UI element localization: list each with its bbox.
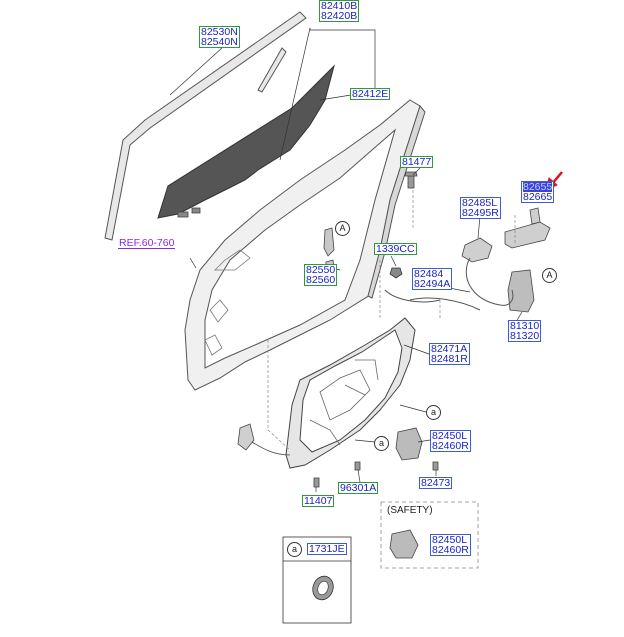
label-81320-text: 81320 [510, 330, 540, 342]
screw-82473 [432, 461, 439, 471]
glass-run-channel [104, 11, 307, 241]
label-82484-82494a[interactable]: 82484 82494A [412, 268, 453, 290]
latch-cable [384, 257, 514, 311]
label-82420b-text: 82420B [321, 10, 358, 22]
label-82484-text: 82484 [414, 268, 444, 280]
label-1339cc-text: 1339CC [376, 243, 415, 255]
label-82412e-text: 82412E [352, 88, 389, 100]
label-82450l-82460r-safety[interactable]: 82450L 82460R [430, 534, 471, 556]
label-82412e[interactable]: 82412E [350, 88, 391, 100]
label-11407[interactable]: 11407 [302, 495, 335, 507]
label-81477-text: 81477 [402, 156, 432, 168]
callout-A-latch: A [542, 268, 557, 283]
door-latch [507, 269, 535, 313]
label-82481r-text: 82481R [431, 353, 468, 365]
label-82560-text: 82560 [306, 274, 336, 286]
label-82450l-text: 82450L [432, 430, 468, 442]
label-82550-82560[interactable]: 82550 82560 [304, 264, 338, 286]
legend-box [282, 536, 352, 624]
label-1731je-text: 1731JE [309, 543, 345, 555]
callout-A-hinge: A [335, 221, 350, 236]
label-96301a[interactable]: 96301A [338, 482, 379, 494]
label-82530n-text: 82530N [201, 26, 238, 38]
window-regulator [285, 317, 416, 469]
label-82485l-82495r[interactable]: 82485L 82495R [460, 197, 501, 219]
label-82460r-safety-text: 82460R [432, 544, 469, 556]
label-82410b-text: 82410B [321, 0, 358, 12]
door-glass [157, 64, 335, 219]
label-82655-text: 82655 [523, 181, 553, 193]
label-82460r-text: 82460R [432, 440, 469, 452]
label-11407-text: 11407 [304, 495, 333, 507]
callout-a-regulator: a [426, 405, 441, 420]
nut-1339cc [389, 267, 403, 279]
label-82471a-82481r[interactable]: 82471A 82481R [429, 343, 470, 365]
label-1339cc[interactable]: 1339CC [374, 243, 417, 255]
label-82495r-text: 82495R [462, 207, 499, 219]
grommet-1731je [312, 575, 334, 601]
label-82450l-safety-text: 82450L [432, 534, 468, 546]
label-82665-text: 82665 [523, 191, 553, 203]
callout-leaders [354, 404, 427, 443]
label-81310-text: 81310 [510, 320, 540, 332]
label-82494a-text: 82494A [414, 278, 451, 290]
safety-box [380, 501, 479, 569]
label-82655-82665[interactable]: 82655 82665 [521, 181, 555, 203]
label-ref-60-760[interactable]: REF.60-760 [118, 237, 176, 249]
callout-a-actuator: a [374, 436, 389, 451]
callout-a-legend: a [287, 542, 302, 557]
door-panel-detail [204, 249, 251, 356]
label-82473-text: 82473 [421, 477, 451, 489]
label-ref-text: REF.60-760 [119, 237, 175, 249]
screw-96301a [354, 461, 361, 471]
label-1731je[interactable]: 1731JE [307, 543, 347, 555]
leader-lines [267, 190, 516, 451]
glass-clip [177, 207, 201, 218]
label-82530n-82540n[interactable]: 82530N 82540N [199, 26, 240, 48]
door-wiring [237, 423, 291, 456]
outside-handle [461, 207, 551, 263]
door-lock-actuator [395, 427, 423, 461]
safety-caption: (SAFETY) [387, 505, 433, 516]
regulator-detail [309, 359, 379, 446]
label-81477[interactable]: 81477 [400, 156, 434, 168]
label-82410b-82420b[interactable]: 82410B 82420B [319, 0, 360, 22]
label-96301a-text: 96301A [340, 482, 377, 494]
label-82540n-text: 82540N [201, 36, 238, 48]
label-82550-text: 82550 [306, 264, 336, 276]
label-82485l-text: 82485L [462, 197, 498, 209]
bolt-81477 [404, 171, 418, 189]
label-82450l-82460r[interactable]: 82450L 82460R [430, 430, 471, 452]
screw-11407 [313, 477, 320, 488]
label-82473[interactable]: 82473 [419, 477, 453, 489]
safety-lock-actuator [389, 529, 419, 559]
label-82471a-text: 82471A [431, 343, 468, 355]
label-81310-81320[interactable]: 81310 81320 [508, 320, 542, 342]
